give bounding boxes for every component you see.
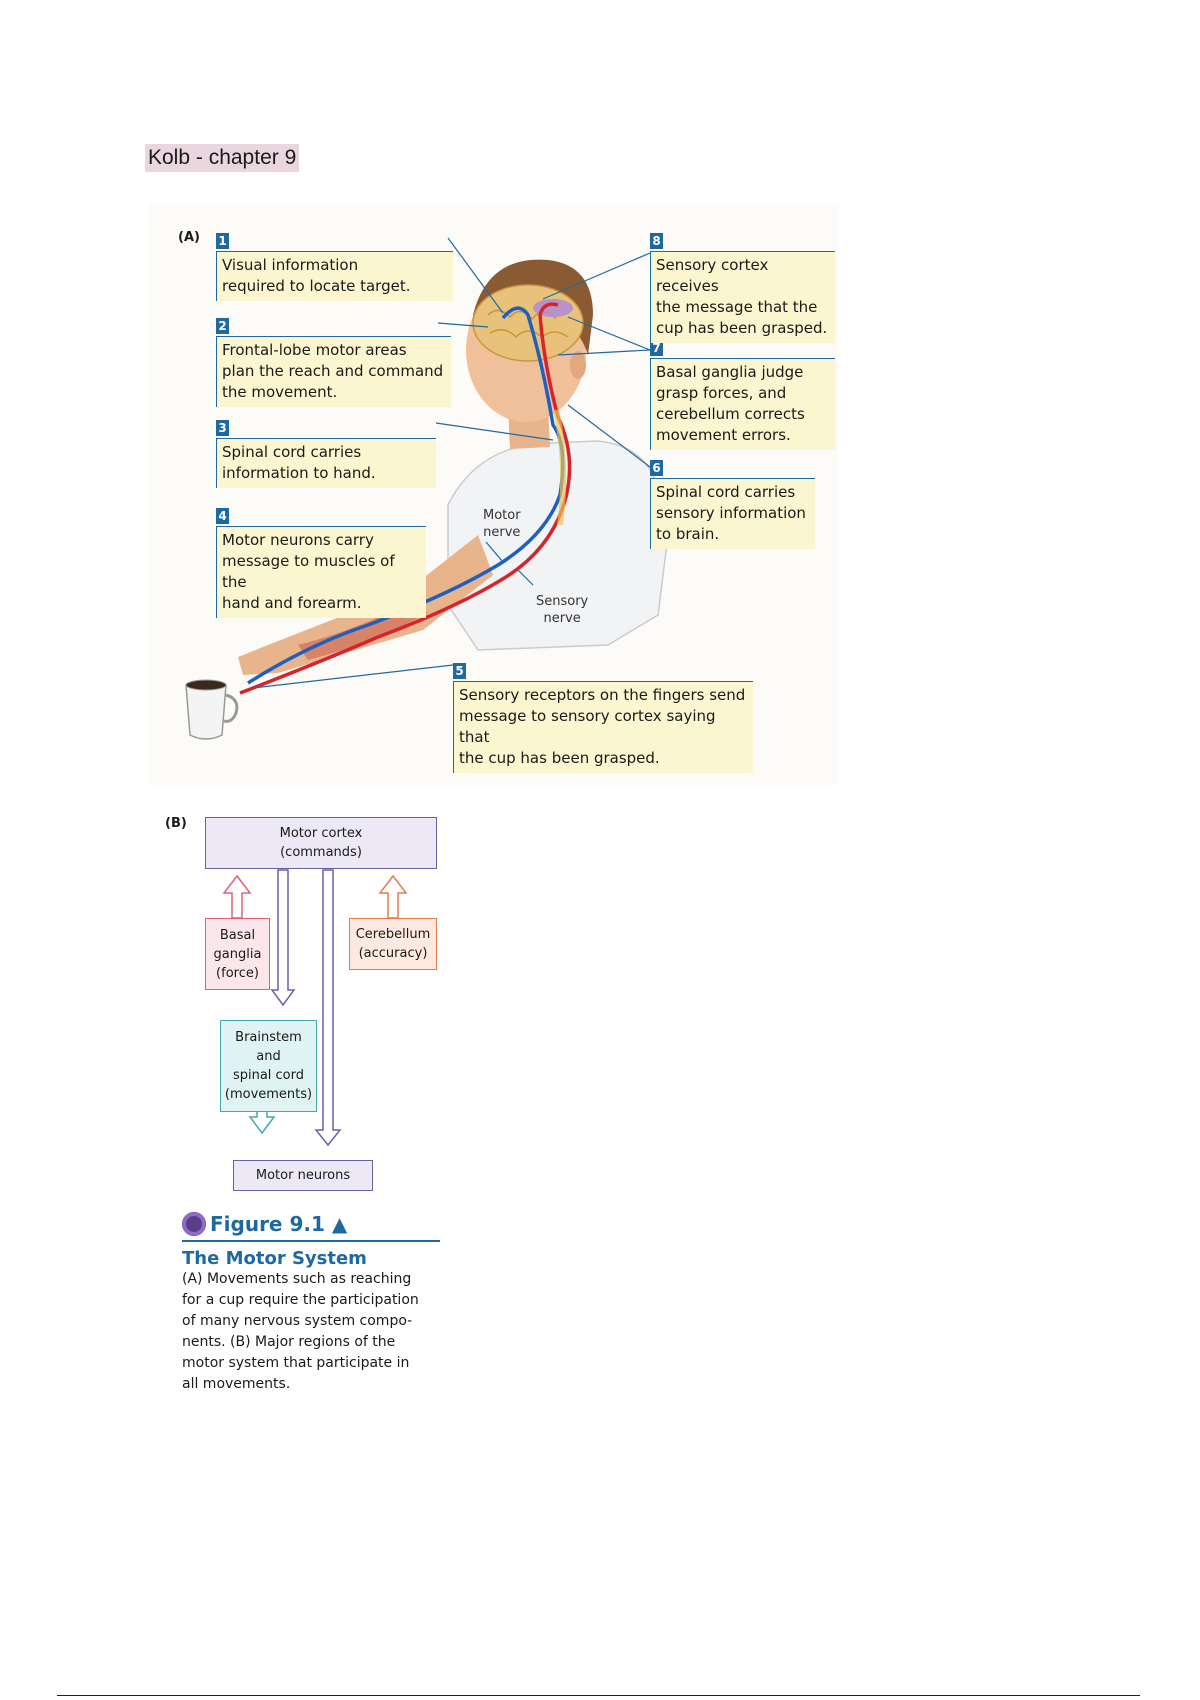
panel-b-label: (B): [165, 816, 187, 831]
step-4-label: 4 Motor neurons carry message to muscles…: [216, 505, 426, 618]
step-text: Spinal cord carries information to hand.: [216, 438, 436, 488]
figure-caption: Figure 9.1 ▲ The Motor System (A) Moveme…: [182, 1212, 440, 1395]
step-text: Spinal cord carries sensory information …: [650, 478, 815, 549]
step-text: Motor neurons carry message to muscles o…: [216, 526, 426, 618]
step-8-label: 8 Sensory cortex receives the message th…: [650, 230, 835, 343]
step-number: 6: [650, 460, 663, 476]
brainstem-spinal-cord-box: Brainstem and spinal cord (movements): [220, 1020, 317, 1112]
figure-description: (A) Movements such as reaching for a cup…: [182, 1271, 419, 1392]
step-text: Basal ganglia judge grasp forces, and ce…: [650, 358, 835, 450]
step-6-label: 6 Spinal cord carries sensory informatio…: [650, 457, 815, 549]
figure-title: The Motor System: [182, 1248, 367, 1269]
document-title: Kolb - chapter 9: [145, 144, 300, 172]
step-7-label: 7 Basal ganglia judge grasp forces, and …: [650, 337, 835, 450]
figure-number: Figure 9.1 ▲: [210, 1212, 348, 1236]
step-text: Sensory cortex receives the message that…: [650, 251, 835, 343]
step-text: Frontal-lobe motor areas plan the reach …: [216, 336, 451, 407]
page-bottom-rule: [57, 1695, 1140, 1696]
step-number: 2: [216, 318, 229, 334]
step-text: Sensory receptors on the fingers send me…: [453, 681, 753, 773]
step-number: 7: [650, 340, 663, 356]
sensory-nerve-label: Sensory nerve: [536, 594, 589, 626]
step-number: 3: [216, 420, 229, 436]
motor-cortex-box: Motor cortex (commands): [205, 817, 437, 869]
step-number: 8: [650, 233, 663, 249]
figure-a-illustration: (A) 1 Visual information required to loc…: [148, 205, 838, 785]
step-5-label: 5 Sensory receptors on the fingers send …: [453, 660, 753, 773]
motor-system-arrows: [222, 869, 408, 1147]
step-number: 1: [216, 233, 229, 249]
step-2-label: 2 Frontal-lobe motor areas plan the reac…: [216, 315, 451, 407]
reach-illustration: [185, 237, 669, 740]
motor-nerve-label: Motor nerve: [483, 508, 521, 540]
figure-heading: Figure 9.1 ▲: [182, 1212, 440, 1242]
cerebellum-box: Cerebellum (accuracy): [349, 918, 437, 970]
step-1-label: 1 Visual information required to locate …: [216, 230, 453, 301]
step-number: 4: [216, 508, 229, 524]
step-number: 5: [453, 663, 466, 679]
step-text: Visual information required to locate ta…: [216, 251, 453, 301]
media-disc-icon: [182, 1212, 206, 1236]
motor-neurons-box: Motor neurons: [233, 1160, 373, 1191]
step-3-label: 3 Spinal cord carries information to han…: [216, 417, 436, 488]
basal-ganglia-box: Basal ganglia (force): [205, 918, 270, 990]
panel-a-label: (A): [178, 230, 200, 245]
